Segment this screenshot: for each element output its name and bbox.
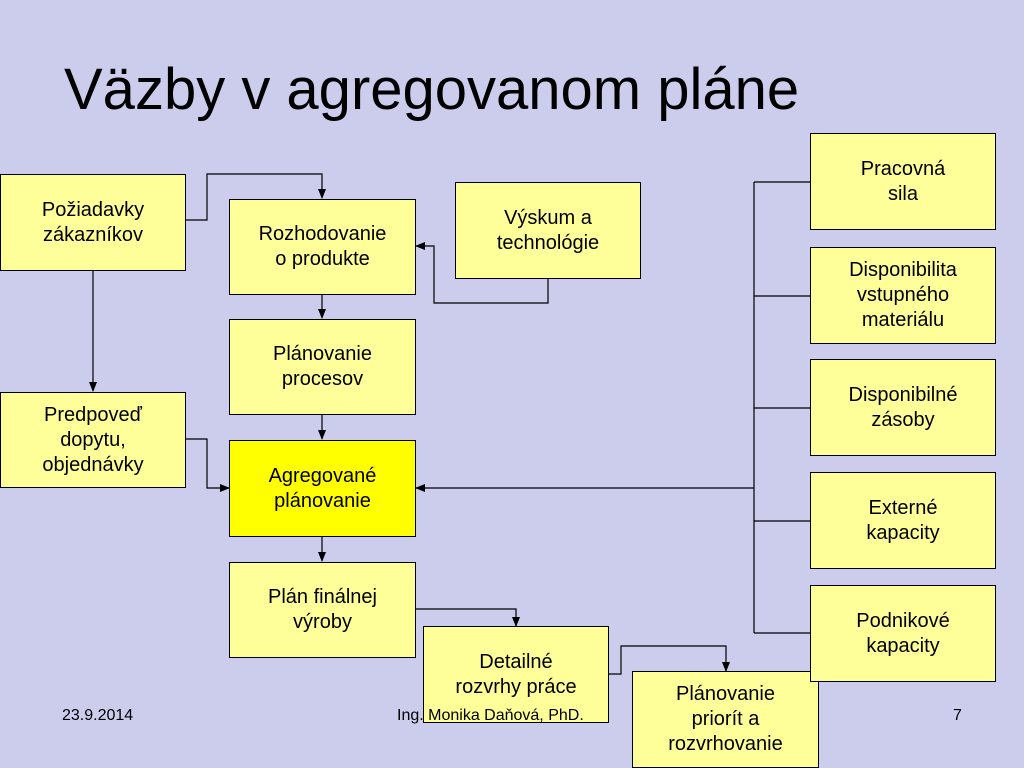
footer-date: 23.9.2014 (62, 707, 134, 724)
box-disponibilita-materialu: Disponibilita vstupného materiálu (810, 247, 996, 344)
box-vyskum-a-technologie: Výskum a technológie (455, 182, 641, 279)
box-rozhodovanie-o-produkte: Rozhodovanie o produkte (229, 199, 416, 295)
connector-vyskum-rozhodovanie (415, 242, 549, 304)
box-pracovna-sila: Pracovná sila (810, 133, 996, 230)
footer-author: Ing. Monika Daňová, PhD. (397, 707, 584, 724)
connector-poziadavky-rozhodovanie (186, 173, 326, 221)
footer-page-number: 7 (953, 707, 962, 724)
box-agregovane-planovanie: Agregované plánovanie (229, 440, 416, 537)
box-predpoved-dopytu: Predpoveď dopytu, objednávky (0, 392, 186, 488)
connector-detailne-priorit (609, 645, 730, 675)
box-externe-kapacity: Externé kapacity (810, 472, 996, 569)
box-planovanie-procesov: Plánovanie procesov (229, 319, 416, 415)
page-title: Väzby v agregovanom pláne (64, 57, 800, 122)
box-planovanie-priorit: Plánovanie priorít a rozvrhovanie (632, 671, 819, 768)
box-podnikove-kapacity: Podnikové kapacity (810, 585, 996, 682)
connector-predpoved-agregovane (186, 438, 230, 492)
connector-plan-detailne (416, 608, 520, 627)
box-disponibilne-zasoby: Disponibilné zásoby (810, 359, 996, 456)
box-poziadavky-zakaznikov: Požiadavky zákazníkov (0, 174, 186, 271)
box-detailne-rozvrhy-prace: Detailné rozvrhy práce (423, 626, 609, 723)
box-plan-finalnej-vyroby: Plán finálnej výroby (229, 562, 416, 658)
